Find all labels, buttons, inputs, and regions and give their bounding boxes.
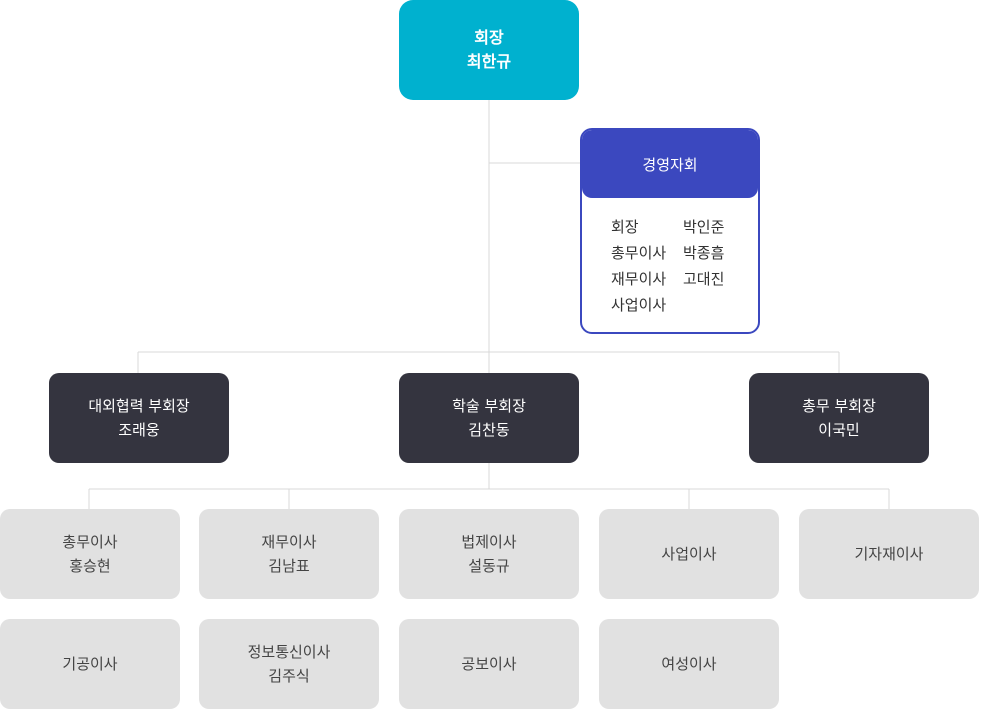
- president-box: 회장 최한규: [399, 0, 579, 100]
- committee-member: 재무이사 고대진: [611, 266, 724, 292]
- director-box: 재무이사 김남표: [199, 509, 379, 599]
- director-box: 기공이사: [0, 619, 180, 709]
- vice-president-name: 조래웅: [118, 421, 160, 439]
- director-name: 홍승현: [69, 557, 111, 575]
- president-name: 최한규: [466, 52, 512, 71]
- director-box: 공보이사: [399, 619, 579, 709]
- vice-president-title: 대외협력 부회장: [88, 397, 190, 415]
- director-title: 공보이사: [461, 655, 517, 673]
- director-title: 사업이사: [661, 545, 717, 563]
- director-title: 총무이사: [62, 533, 118, 551]
- director-title: 정보통신이사: [247, 643, 331, 661]
- director-box: 정보통신이사 김주식: [199, 619, 379, 709]
- vice-president-general-box: 총무 부회장 이국민: [749, 373, 929, 463]
- director-title: 법제이사: [461, 533, 517, 551]
- director-box: 여성이사: [599, 619, 779, 709]
- vice-president-title: 총무 부회장: [802, 397, 876, 415]
- director-box: 법제이사 설동규: [399, 509, 579, 599]
- committee-title: 경영자회: [582, 130, 758, 198]
- committee-member-role: 총무이사: [611, 244, 667, 262]
- vice-president-name: 김찬동: [468, 421, 510, 439]
- director-title: 재무이사: [261, 533, 317, 551]
- committee-member: 회장 박인준: [611, 214, 724, 240]
- committee-member-name: 박인준: [683, 218, 725, 236]
- director-name: 김주식: [268, 667, 310, 685]
- committee-box: 경영자회 회장 박인준 총무이사 박종흠 재무이사 고대진 사업이사: [580, 128, 760, 334]
- vice-president-name: 이국민: [818, 421, 860, 439]
- vice-president-academic-box: 학술 부회장 김찬동: [399, 373, 579, 463]
- committee-member: 사업이사: [611, 292, 724, 318]
- director-title: 기공이사: [62, 655, 118, 673]
- vice-president-title: 학술 부회장: [452, 397, 526, 415]
- director-name: 설동규: [468, 557, 510, 575]
- committee-member-role: 사업이사: [611, 296, 667, 314]
- director-title: 기자재이사: [854, 545, 924, 563]
- vice-president-external-box: 대외협력 부회장 조래웅: [49, 373, 229, 463]
- director-name: 김남표: [268, 557, 310, 575]
- director-box: 기자재이사: [799, 509, 979, 599]
- committee-member-role: 재무이사: [611, 270, 667, 288]
- committee-member-name: 박종흠: [683, 244, 725, 262]
- director-title: 여성이사: [661, 655, 717, 673]
- director-box: 사업이사: [599, 509, 779, 599]
- committee-member: 총무이사 박종흠: [611, 240, 724, 266]
- committee-member-name: 고대진: [683, 270, 725, 288]
- director-box: 총무이사 홍승현: [0, 509, 180, 599]
- committee-member-list: 회장 박인준 총무이사 박종흠 재무이사 고대진 사업이사: [611, 214, 724, 318]
- president-title: 회장: [474, 28, 504, 47]
- committee-member-role: 회장: [611, 218, 639, 236]
